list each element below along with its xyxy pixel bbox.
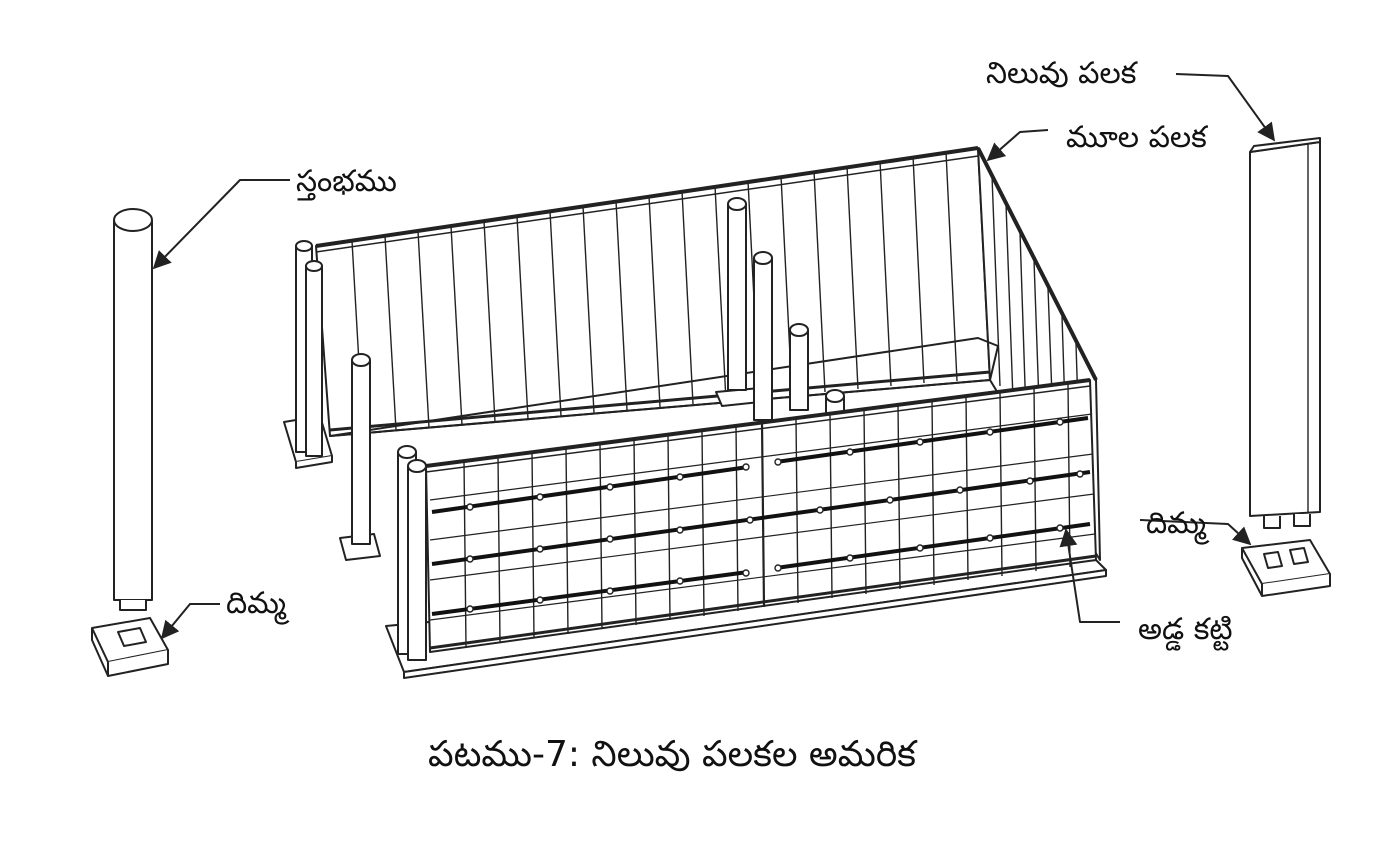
front-wall-formwork <box>385 378 1107 679</box>
figure-caption: పటము-7: నిలువు పలకల అమరిక <box>428 734 916 775</box>
back-left-columns <box>295 240 323 457</box>
cross-tie-bolts <box>466 418 1084 613</box>
front-left-columns <box>397 445 427 661</box>
middle-column <box>339 353 381 561</box>
label-footing-right: దిమ్మ <box>1146 506 1206 541</box>
left-footing-block <box>91 617 169 677</box>
label-cross-tie: అడ్డ కట్టి <box>1138 612 1233 647</box>
right-footing-block <box>1241 539 1331 597</box>
label-footing-left: దిమ్మ <box>226 586 286 621</box>
label-column: స్తంభము <box>296 164 397 199</box>
standing-board-panel <box>1249 137 1321 529</box>
label-corner-board: మూల పలక <box>1066 120 1207 155</box>
back-wall-formwork <box>315 146 991 437</box>
label-standing-board: నిలువు పలక <box>986 56 1137 91</box>
leader-lines <box>152 73 1276 640</box>
interior-columns <box>727 197 845 421</box>
standalone-column <box>113 208 153 611</box>
